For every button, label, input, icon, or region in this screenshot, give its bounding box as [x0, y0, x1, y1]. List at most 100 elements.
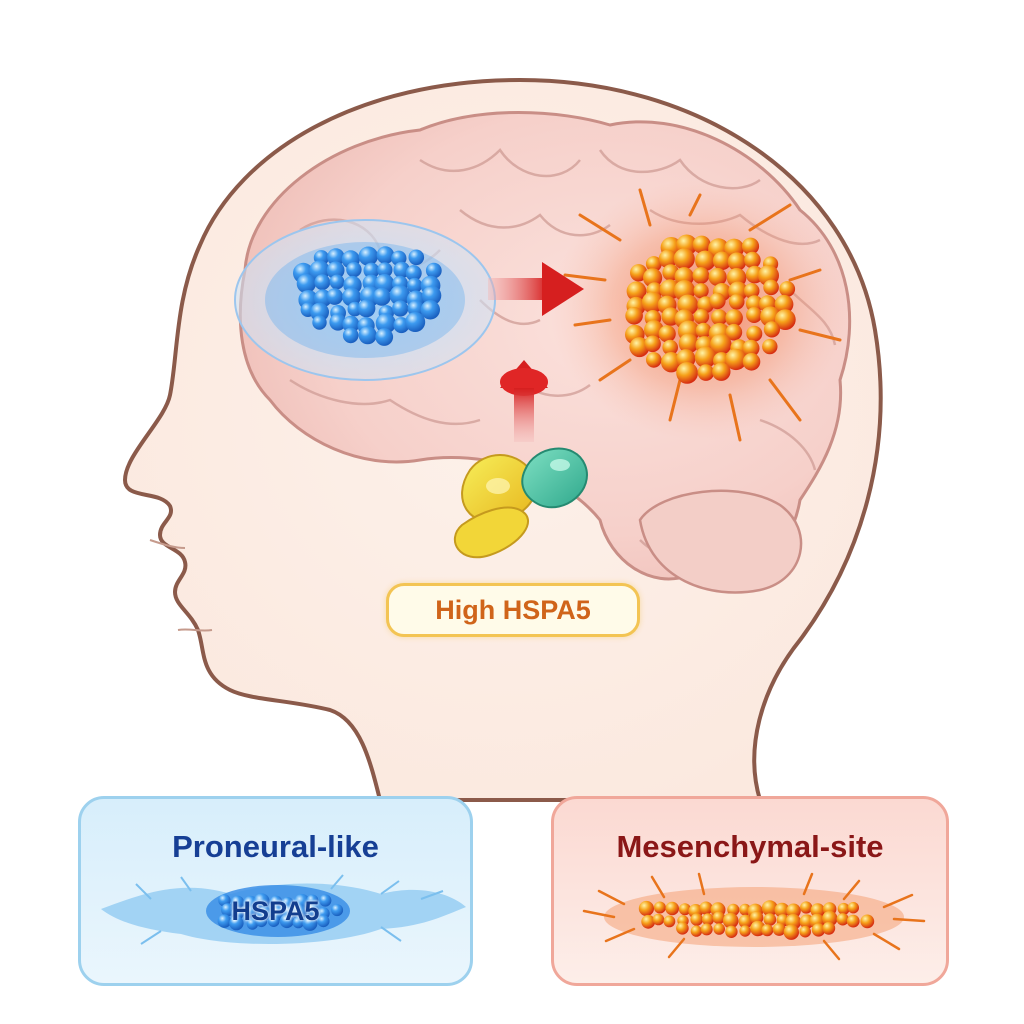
mesenchymal-mini-cell — [663, 915, 676, 928]
transition-arrow — [488, 262, 584, 316]
proneural-mini-cell — [269, 895, 283, 909]
mesenchymal-mini-cell — [676, 922, 689, 935]
mesenchymal-cell — [692, 267, 710, 284]
mesenchymal-cell — [708, 267, 727, 287]
proneural-mini-cell — [230, 895, 245, 909]
mesenchymal-cell — [693, 283, 709, 299]
mesenchymal-mini-cell — [860, 914, 875, 929]
mesenchymal-mini-cell — [800, 901, 813, 914]
mesenchymal-mini-cell — [836, 913, 849, 926]
mesenchymal-title: Mesenchymal-site — [616, 829, 884, 864]
mesenchymal-mini-cell — [678, 903, 691, 916]
proneural-cell — [329, 274, 345, 290]
mesenchymal-mini-cell — [810, 903, 825, 918]
proneural-cell — [296, 274, 316, 294]
proneural-mini-cell — [267, 915, 280, 927]
mesenchymal-cell — [644, 335, 661, 353]
proneural-mini-cell — [302, 915, 318, 931]
mesenchymal-mini-cell — [713, 923, 725, 935]
proneural-cell — [342, 327, 359, 344]
mesenchymal-cell — [743, 283, 760, 299]
proneural-cell — [329, 313, 347, 331]
proneural-mini-cell — [319, 894, 332, 907]
mesenchymal-cell — [774, 294, 794, 314]
mesenchymal-cell — [763, 321, 781, 338]
mesenchymal-cell — [725, 348, 747, 371]
lip-line — [177, 628, 213, 632]
mesenchymal-cell — [725, 309, 743, 327]
mesenchymal-cell — [694, 346, 717, 369]
mesenchymal-mini-cell — [822, 910, 838, 927]
mesenchymal-cell — [658, 325, 676, 343]
mesenchymal-mini-cell — [786, 903, 801, 919]
cerebellum — [638, 489, 803, 594]
mesenchymal-cell — [697, 364, 715, 381]
proneural-mini-cell — [244, 905, 257, 918]
proneural-cell — [346, 261, 362, 278]
mesenchymal-mini-cell — [763, 913, 777, 926]
mesenchymal-cell — [629, 337, 650, 358]
proneural-cell — [327, 248, 345, 266]
mesenchymal-cell — [661, 352, 682, 373]
proneural-cell — [425, 262, 442, 279]
proneural-cell — [312, 315, 327, 330]
proneural-panel: Proneural-like HSPA5 — [78, 796, 473, 986]
mesenchymal-mini-cell — [799, 925, 811, 938]
proneural-cell — [389, 285, 411, 306]
proneural-cell — [357, 299, 376, 318]
mesenchymal-cell — [712, 362, 731, 381]
mesenchymal-cell — [678, 333, 699, 354]
high-hspa5-label: High HSPA5 — [435, 594, 591, 625]
mesenchymal-cell — [725, 323, 743, 341]
mesenchymal-cell — [746, 307, 763, 323]
mesenchymal-cell — [742, 353, 761, 371]
mesenchymal-cell — [711, 309, 728, 326]
mesenchymal-mini-cell — [761, 924, 774, 937]
proneural-mini-cell — [221, 903, 235, 917]
mesenchymal-cell — [746, 325, 763, 342]
mesenchymal-panel-art — [582, 872, 926, 961]
proneural-mini-cell — [317, 915, 330, 928]
proneural-cell — [405, 312, 426, 332]
proneural-mini-cell — [306, 904, 320, 917]
mesenchymal-mini-cell — [772, 922, 786, 936]
proneural-cell — [376, 246, 395, 264]
proneural-cell — [420, 300, 440, 320]
proneural-cell — [377, 262, 393, 278]
proneural-cell — [310, 302, 329, 322]
proneural-mini-cell — [255, 915, 268, 928]
mesenchymal-cell — [728, 294, 745, 310]
mesenchymal-mini-cell — [739, 925, 751, 937]
mesenchymal-mini-cell — [690, 913, 703, 926]
mesenchymal-cell — [676, 362, 698, 384]
proneural-cell — [326, 261, 345, 280]
mesenchymal-cell — [742, 339, 760, 357]
mesenchymal-mini-cell — [738, 914, 753, 929]
mesenchymal-cell — [645, 256, 662, 272]
mesenchymal-cell — [712, 251, 732, 271]
mesenchymal-cell — [744, 251, 761, 269]
mesenchymal-mini-cell — [652, 913, 665, 926]
mesenchymal-cell — [625, 307, 643, 325]
mesenchymal-cell — [646, 352, 662, 368]
mesenchymal-mini-cell — [700, 923, 713, 936]
mesenchymal-mini-cell — [822, 921, 836, 935]
mesenchymal-mini-cell — [712, 911, 726, 925]
mesenchymal-cell — [727, 252, 747, 271]
mesenchymal-cell — [695, 322, 712, 339]
mesenchymal-mini-cell — [761, 900, 778, 917]
mesenchymal-mini-cell — [783, 924, 799, 940]
mesenchymal-mini-cell — [701, 913, 715, 926]
proneural-hspa5-label: HSPA5 — [231, 896, 320, 926]
proneural-mini-cell — [246, 918, 259, 930]
mesenchymal-cell — [626, 281, 647, 302]
mesenchymal-mini-cell — [665, 901, 679, 916]
mesenchymal-cell — [741, 237, 760, 255]
mesenchymal-cell — [658, 249, 678, 269]
mesenchymal-cell — [695, 250, 716, 271]
mesenchymal-cell — [779, 281, 796, 297]
mesenchymal-tendrils — [563, 188, 842, 442]
proneural-cell — [375, 328, 394, 346]
mesenchymal-mini-cell — [846, 914, 860, 928]
